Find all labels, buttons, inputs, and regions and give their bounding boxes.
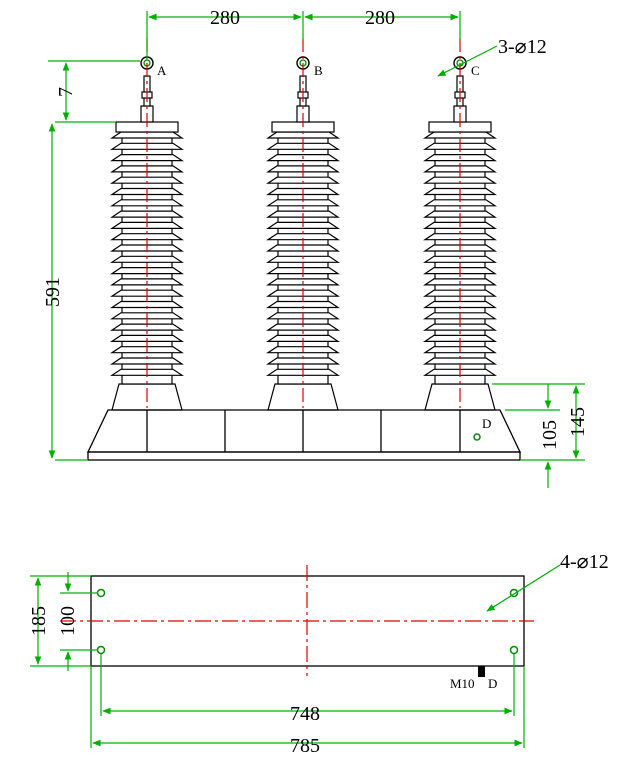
terminal-label-a: A [157,63,167,78]
insulator-a-shed [110,255,184,263]
plan-hole-spacing-y-text: 100 [57,606,79,636]
insulator-c-shed [423,357,497,365]
insulator-b-shed [266,255,340,263]
hole-spacing-x-text: 748 [290,703,320,725]
terminal-label-b: B [314,63,323,78]
mount-hole-br [509,645,519,655]
phase-spacing-2-text: 280 [365,7,395,29]
base-top-text: 105 [539,420,561,450]
insulator-a-shed [110,323,184,331]
base-body [86,409,522,453]
insulator-b-shed [266,176,340,184]
plan-view: M10 D 4-⌀12 185 100 748 785 [28,551,609,757]
insulator-b-shed [266,199,340,207]
insulator-a-shed [110,199,184,207]
base-front [86,409,522,461]
insulator-b-shed [266,357,340,365]
mount-hole-leader [486,564,561,612]
insulator-group [110,38,497,411]
insulator-a-shed [110,233,184,241]
insulator-c-shed [423,300,497,309]
plan-length-dimension [90,654,525,748]
base-height-text: 145 [567,407,589,437]
insulator-c-shed [423,233,497,241]
insulator-a-shed [110,300,184,309]
plan-width-dimension [30,572,98,671]
overall-height-text: 591 [42,277,64,307]
insulator-b-shed [266,323,340,331]
base-plate [87,451,521,461]
insulator-a-shed [110,357,184,365]
terminal-label-c: C [471,63,480,78]
mount-hole-bl [96,645,106,655]
terminal-hole-text: 3-⌀12 [498,36,547,58]
insulator-c-shed [423,323,497,331]
insulator-a-shed [110,176,184,184]
insulator-b-shed [266,233,340,241]
phase-spacing-dimension [146,11,461,60]
insulator-b-shed [266,300,340,309]
mount-hole-text: 4-⌀12 [560,551,609,573]
base-height-dimension [492,383,585,488]
mount-hole-tl [96,588,106,598]
plan-height-text: 185 [28,606,50,636]
ground-label-plan: D [488,676,497,691]
ground-label-front: D [482,416,491,431]
ground-bolt-label: M10 [450,676,475,691]
insulator-c-shed [423,255,497,263]
terminal-offset-text: 7 [55,87,77,97]
base-length-text: 785 [290,735,320,757]
front-view: D A B C 280 280 3-⌀12 7 591 [42,7,589,488]
phase-spacing-1-text: 280 [210,7,240,29]
insulator-c-shed [423,199,497,207]
plan-centerlines [60,565,534,676]
ground-bolt [478,666,485,677]
terminal-hole-leader [437,45,498,77]
ground-point-front [473,433,481,441]
insulator-c-shed [423,176,497,184]
height-dimension [48,60,140,461]
